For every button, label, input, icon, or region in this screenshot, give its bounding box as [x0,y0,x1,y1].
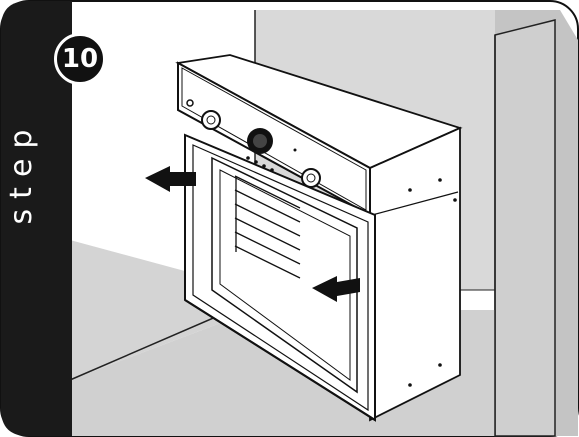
step-sidebar [1,1,72,436]
step-number-badge: 10 [54,33,106,85]
left-wall [70,240,255,380]
oven [175,54,463,422]
oven-side [369,126,461,422]
right-wall-face [494,19,556,437]
oven-window [211,156,358,394]
push-arrow-right [312,276,360,302]
oven-racks [234,175,301,279]
push-arrow-left [145,166,196,192]
